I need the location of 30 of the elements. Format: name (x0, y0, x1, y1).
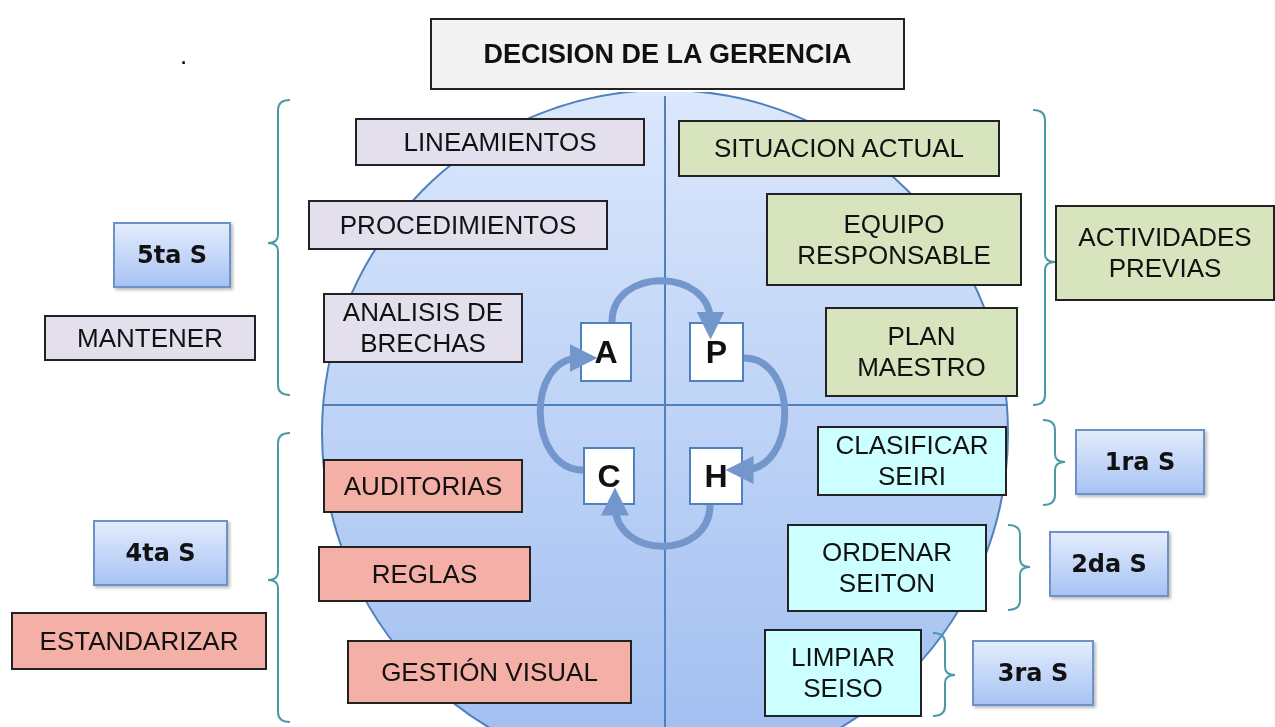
cycle-arrow (602, 487, 714, 550)
text-box: ESTANDARIZAR (11, 612, 267, 670)
text-box: PROCEDIMIENTOS (308, 200, 608, 250)
letter-box: P (689, 322, 744, 382)
text-box: GESTIÓN VISUAL (347, 640, 632, 704)
step-label: 4ta S (93, 520, 228, 586)
text-box: SITUACION ACTUAL (678, 120, 1000, 177)
letter-box: A (580, 322, 632, 382)
text-box: PLAN MAESTRO (825, 307, 1018, 397)
step-label: 5ta S (113, 222, 231, 288)
step-label: 2da S (1049, 531, 1169, 597)
period-mark: . (180, 40, 188, 71)
text-box: ANALISIS DE BRECHAS (323, 293, 523, 363)
text-box: CLASIFICAR SEIRI (817, 426, 1007, 496)
step-label: 3ra S (972, 640, 1094, 706)
text-box: EQUIPO RESPONSABLE (766, 193, 1022, 286)
letter-box: H (689, 447, 743, 505)
cycle-arrow (725, 354, 789, 482)
text-box: LIMPIAR SEISO (764, 629, 922, 717)
text-box: MANTENER (44, 315, 256, 361)
cycle-arrow (608, 277, 723, 340)
heading-box: DECISION DE LA GERENCIA (430, 18, 905, 90)
cycle-arrow (536, 346, 598, 474)
text-box: AUDITORIAS (323, 459, 523, 513)
letter-box: C (583, 447, 635, 505)
text-box: LINEAMIENTOS (355, 118, 645, 166)
step-label: 1ra S (1075, 429, 1205, 495)
text-box: ORDENAR SEITON (787, 524, 987, 612)
text-box: ACTIVIDADES PREVIAS (1055, 205, 1275, 301)
text-box: REGLAS (318, 546, 531, 602)
